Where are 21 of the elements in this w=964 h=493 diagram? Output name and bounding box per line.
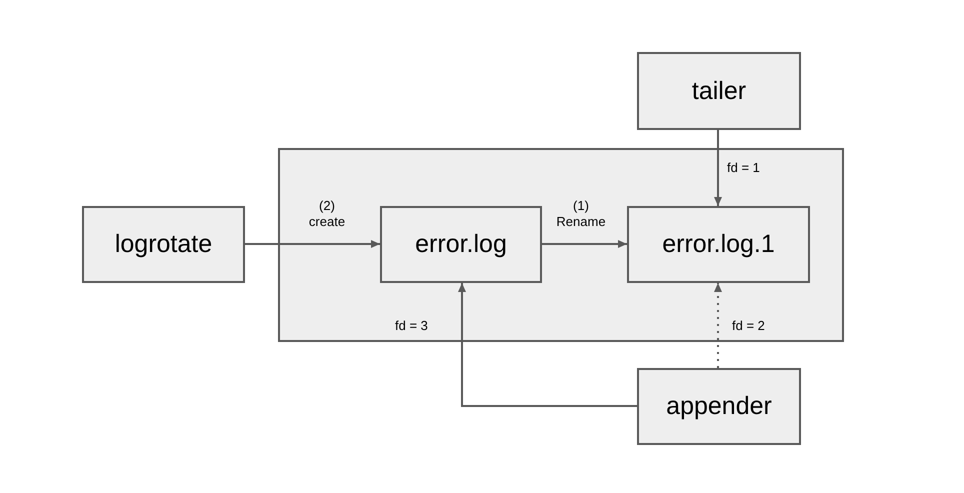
arrow [714,283,722,368]
process-box [82,206,245,283]
node-label: logrotate [114,230,212,259]
node-label: error.log [415,230,507,259]
process-box [637,52,801,130]
arrow [245,240,380,248]
edge-label: fd = 3 [395,318,428,334]
arrow [542,240,627,248]
edge-label: (2) create [308,198,346,230]
container-box [278,148,844,342]
edge-label: fd = 2 [732,318,765,334]
process-box [637,368,801,445]
node-label: tailer [692,76,746,106]
edge-label: fd = 1 [727,160,760,176]
node-label: appender [666,392,772,421]
process-box [380,206,542,283]
edge-label: (1) Rename [556,198,606,230]
process-box [627,206,810,283]
arrow [714,130,722,206]
node-label: error.log.1 [662,230,775,259]
arrow [458,283,637,407]
